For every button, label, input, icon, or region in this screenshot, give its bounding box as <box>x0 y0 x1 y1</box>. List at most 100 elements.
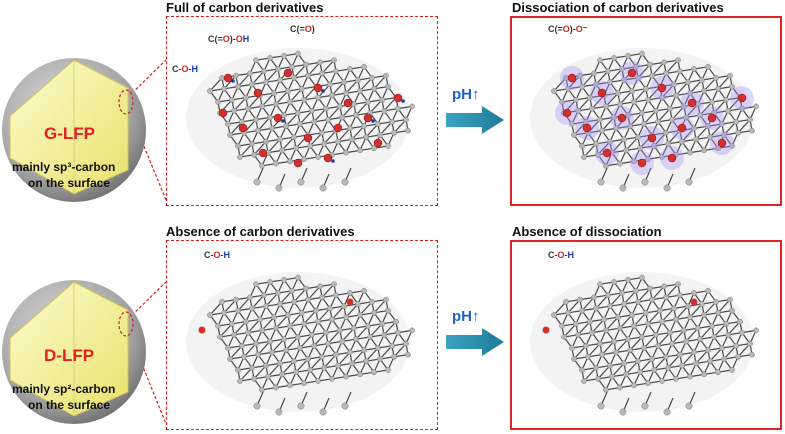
oxygen-atom <box>198 326 206 334</box>
bond <box>553 301 567 316</box>
carbon-atom <box>317 283 323 290</box>
carbon-atom <box>253 281 259 288</box>
bond <box>323 354 337 369</box>
carbon-atom <box>287 99 293 105</box>
carbon-atom <box>695 325 701 332</box>
carbon-atom <box>577 72 583 79</box>
carbon-atom <box>739 329 745 336</box>
bond <box>643 334 657 349</box>
bond <box>219 323 233 338</box>
bond <box>365 347 379 362</box>
carbon-atom <box>673 92 679 99</box>
carbon-atom <box>339 114 345 121</box>
bond <box>317 307 331 323</box>
carbon-atom <box>271 314 277 321</box>
carbon-atom <box>599 127 605 134</box>
carbon-atom <box>597 340 603 347</box>
carbon-atom <box>647 285 653 292</box>
carbon-atom <box>625 112 631 119</box>
carbon-atom <box>647 61 653 68</box>
carbon-atom <box>297 345 303 351</box>
carbon-atom <box>355 301 361 307</box>
bond <box>299 334 313 349</box>
carbon-atom <box>391 129 397 136</box>
carbon-atom <box>729 83 735 90</box>
carbon-atom <box>617 160 623 167</box>
carbon-atom <box>315 94 321 101</box>
carbon-atom <box>575 331 581 338</box>
hydrogen-atom <box>331 159 335 163</box>
bond <box>257 340 271 356</box>
carbon-atom <box>565 85 571 92</box>
carbon-atom <box>593 364 599 371</box>
bond <box>625 136 639 151</box>
carbon-atom <box>393 318 399 325</box>
carbon-atom <box>691 349 697 356</box>
carbon-atom <box>569 121 575 127</box>
bond <box>281 136 295 151</box>
bond <box>713 99 727 114</box>
carbon-atom <box>347 125 353 132</box>
bond <box>285 336 299 351</box>
bond <box>727 321 741 336</box>
carbon-atom <box>657 307 663 314</box>
d-lfp-desc-line1: mainly sp²-carbon <box>12 382 116 396</box>
bond <box>567 75 581 90</box>
carbon-atom <box>619 408 627 416</box>
carboxyl-label: C(=O)-OH <box>208 34 250 44</box>
carbon-atom <box>593 305 599 312</box>
carboxylate-label: C(=O)-O⁻ <box>548 24 588 34</box>
bond <box>633 312 647 327</box>
bond <box>275 314 289 329</box>
bond <box>609 68 623 83</box>
carbon-atom <box>591 294 597 301</box>
carbon-atom <box>569 345 575 351</box>
carbon-atom <box>641 121 647 127</box>
carbon-atom <box>559 99 565 105</box>
carbon-atom <box>315 378 321 384</box>
carbon-atom <box>685 303 691 310</box>
carbon-atom <box>289 287 295 294</box>
carbon-atom <box>349 136 355 143</box>
carbon-atom <box>607 303 613 310</box>
oxygen-atom <box>323 153 333 163</box>
carbon-atom <box>697 112 703 119</box>
bond <box>309 132 323 147</box>
carbon-atom <box>279 371 285 378</box>
carbon-atom <box>729 307 735 314</box>
bond <box>695 349 709 364</box>
carbon-atom <box>343 314 349 321</box>
carbon-atom <box>381 331 387 338</box>
carbon-atom <box>295 50 301 57</box>
carbon-atom <box>281 112 287 119</box>
carbon-atom <box>739 105 745 112</box>
oxygen-atom <box>737 93 747 103</box>
carbon-atom <box>735 353 741 360</box>
carbon-atom <box>327 81 333 88</box>
bond <box>591 94 605 110</box>
carbon-atom <box>297 178 305 186</box>
carbon-atom <box>333 292 339 299</box>
carbon-atom <box>681 103 687 110</box>
oxygen-atom <box>373 138 383 148</box>
hydrogen-atom <box>231 79 235 83</box>
carbon-atom <box>307 143 313 149</box>
bond <box>615 338 629 353</box>
carbon-atom <box>299 309 305 316</box>
carbon-atom <box>291 134 297 141</box>
carbon-atom <box>653 107 659 114</box>
carbon-atom <box>315 154 321 160</box>
carbon-atom <box>603 162 609 169</box>
carbon-atom <box>299 85 305 92</box>
carbon-atom <box>293 145 299 152</box>
bottom-right-panel <box>510 240 782 430</box>
bond <box>597 141 611 156</box>
carbon-atom <box>361 63 367 70</box>
bond <box>639 358 653 373</box>
carbon-atom <box>273 384 279 391</box>
carbon-atom <box>383 296 389 303</box>
carbon-atom <box>701 88 707 94</box>
carbon-atom <box>253 116 259 123</box>
carbon-atom <box>639 274 645 281</box>
carbon-atom <box>303 61 309 68</box>
